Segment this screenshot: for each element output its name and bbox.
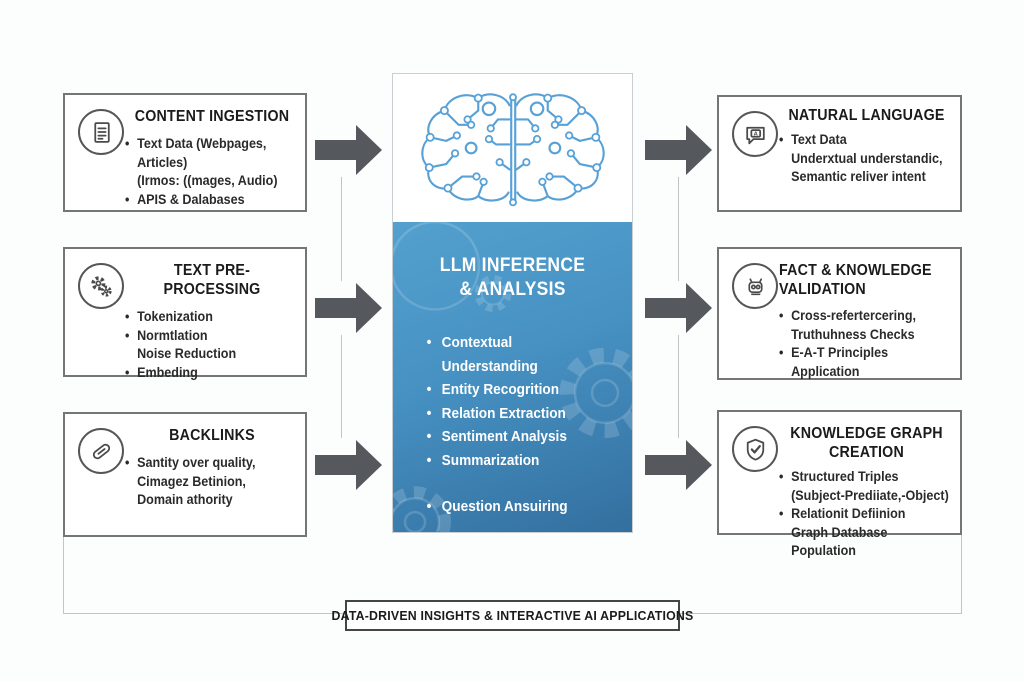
list-item: Text Data (Webpages, Articles) <box>125 135 297 172</box>
box-backlinks: BACKLINKS Santity over quality, Cimagez … <box>63 412 307 537</box>
connector-line <box>678 177 679 281</box>
list-item: Contextual <box>421 332 623 356</box>
list-item: (Subject-Prediiate,-Object) <box>791 487 949 503</box>
list-item: Cross-refertercering, <box>779 307 952 326</box>
list-item: Text Data <box>779 131 952 150</box>
box-title: KNOWLEDGE GRAPH CREATION <box>790 425 943 461</box>
center-title-line-2: & ANALYSIS <box>459 279 566 300</box>
arrow-right-icon <box>645 438 713 492</box>
list-item: Relation Extraction <box>421 403 623 427</box>
link-icon <box>78 428 124 474</box>
document-icon <box>78 109 124 155</box>
box-title: NATURAL LANGUAGE <box>788 107 945 124</box>
robot-icon <box>732 263 778 309</box>
connector-line <box>341 177 342 281</box>
gears-icon <box>78 263 124 309</box>
bottom-banner: DATA-DRIVEN INSIGHTS & INTERACTIVE AI AP… <box>332 600 693 631</box>
shield-check-icon <box>732 426 778 472</box>
center-bullet-list: Contextual Understanding Entity Recogrit… <box>421 332 623 520</box>
connector-line <box>961 535 962 614</box>
list-item: Sentiment Analysis <box>421 426 623 450</box>
box-title-line-2: VALIDATION <box>779 281 866 298</box>
circuit-brain-icon <box>393 74 632 222</box>
list-item: E-A-T Principles Application <box>779 344 952 381</box>
banner-label: DATA-DRIVEN INSIGHTS & INTERACTIVE AI AP… <box>331 608 694 623</box>
list-item: Noise Reduction <box>137 346 237 361</box>
list-item: Normtlation <box>125 327 297 346</box>
list-item: Domain athority <box>137 492 233 507</box>
list-item: Question Ansuiring <box>421 496 623 520</box>
box-content-ingestion: CONTENT INGESTION Text Data (Webpages, A… <box>63 93 307 212</box>
list-item: Graph Database Population <box>791 524 888 559</box>
box-fact-knowledge-validation: FACT & KNOWLEDGE VALIDATION Cross-refert… <box>717 247 962 380</box>
center-title: LLM INFERENCE & ANALYSIS <box>403 254 623 302</box>
box-bullet-list: Structured Triples (Subject-Prediiate,-O… <box>779 468 952 561</box>
box-llm-inference-analysis: LLM INFERENCE & ANALYSIS Contextual Unde… <box>392 73 633 533</box>
arrow-right-icon <box>315 281 383 335</box>
box-bullet-list: Cross-refertercering, Truthuhness Checks… <box>779 307 952 381</box>
arrow-right-icon <box>645 123 713 177</box>
list-item: Understanding <box>441 358 538 375</box>
list-item: Semantic reliver intent <box>791 169 926 184</box>
box-bullet-list: Tokenization Normtlation Noise Reduction… <box>125 308 297 382</box>
box-title: TEXT PRE-PROCESSING <box>163 262 261 298</box>
connector-line <box>63 613 345 614</box>
arrow-right-icon <box>645 281 713 335</box>
list-item: (Irmos: ((mages, Audio) <box>137 173 278 188</box>
center-title-line-1: LLM INFERENCE <box>439 255 586 276</box>
connector-line <box>680 613 962 614</box>
box-title: FACT & KNOWLEDGE <box>779 262 932 279</box>
box-title: CONTENT INGESTION <box>134 108 290 125</box>
box-bullet-list: Santity over quality, Cimagez Betinion, … <box>125 454 297 510</box>
box-title: BACKLINKS <box>169 427 255 444</box>
list-item: Relationit Defiinion <box>779 505 952 524</box>
list-item: Cimagez Betinion, <box>137 473 246 489</box>
arrow-right-icon <box>315 123 383 177</box>
list-item: APIS & Dalabases <box>125 191 297 210</box>
list-item: Structured Triples <box>779 468 952 487</box>
list-item: Tokenization <box>125 308 297 327</box>
list-item: Underxtual understandic, <box>791 150 943 166</box>
list-item: Summarization <box>421 450 623 474</box>
list-item: Embeding <box>125 364 297 383</box>
box-natural-language: A NATURAL LANGUAGE Text Data Underxtual … <box>717 95 962 212</box>
list-item: Truthuhness Checks <box>791 326 915 342</box>
box-text-pre-processing: TEXT PRE-PROCESSING Tokenization Normtla… <box>63 247 307 382</box>
list-item: Santity over quality, <box>125 454 297 473</box>
arrow-right-icon <box>315 438 383 492</box>
center-blue-panel: LLM INFERENCE & ANALYSIS Contextual Unde… <box>393 222 632 532</box>
list-item: Entity Recogrition <box>421 379 623 403</box>
chat-bubble-icon: A <box>732 111 778 157</box>
box-knowledge-graph-creation: KNOWLEDGE GRAPH CREATION Structured Trip… <box>717 410 962 558</box>
box-bullet-list: Text Data (Webpages, Articles) (Irmos: (… <box>125 135 297 209</box>
box-bullet-list: Text Data Underxtual understandic, Seman… <box>779 131 952 187</box>
connector-line <box>341 335 342 438</box>
connector-line <box>63 537 64 613</box>
connector-line <box>678 335 679 438</box>
chat-letter: A <box>753 131 758 137</box>
